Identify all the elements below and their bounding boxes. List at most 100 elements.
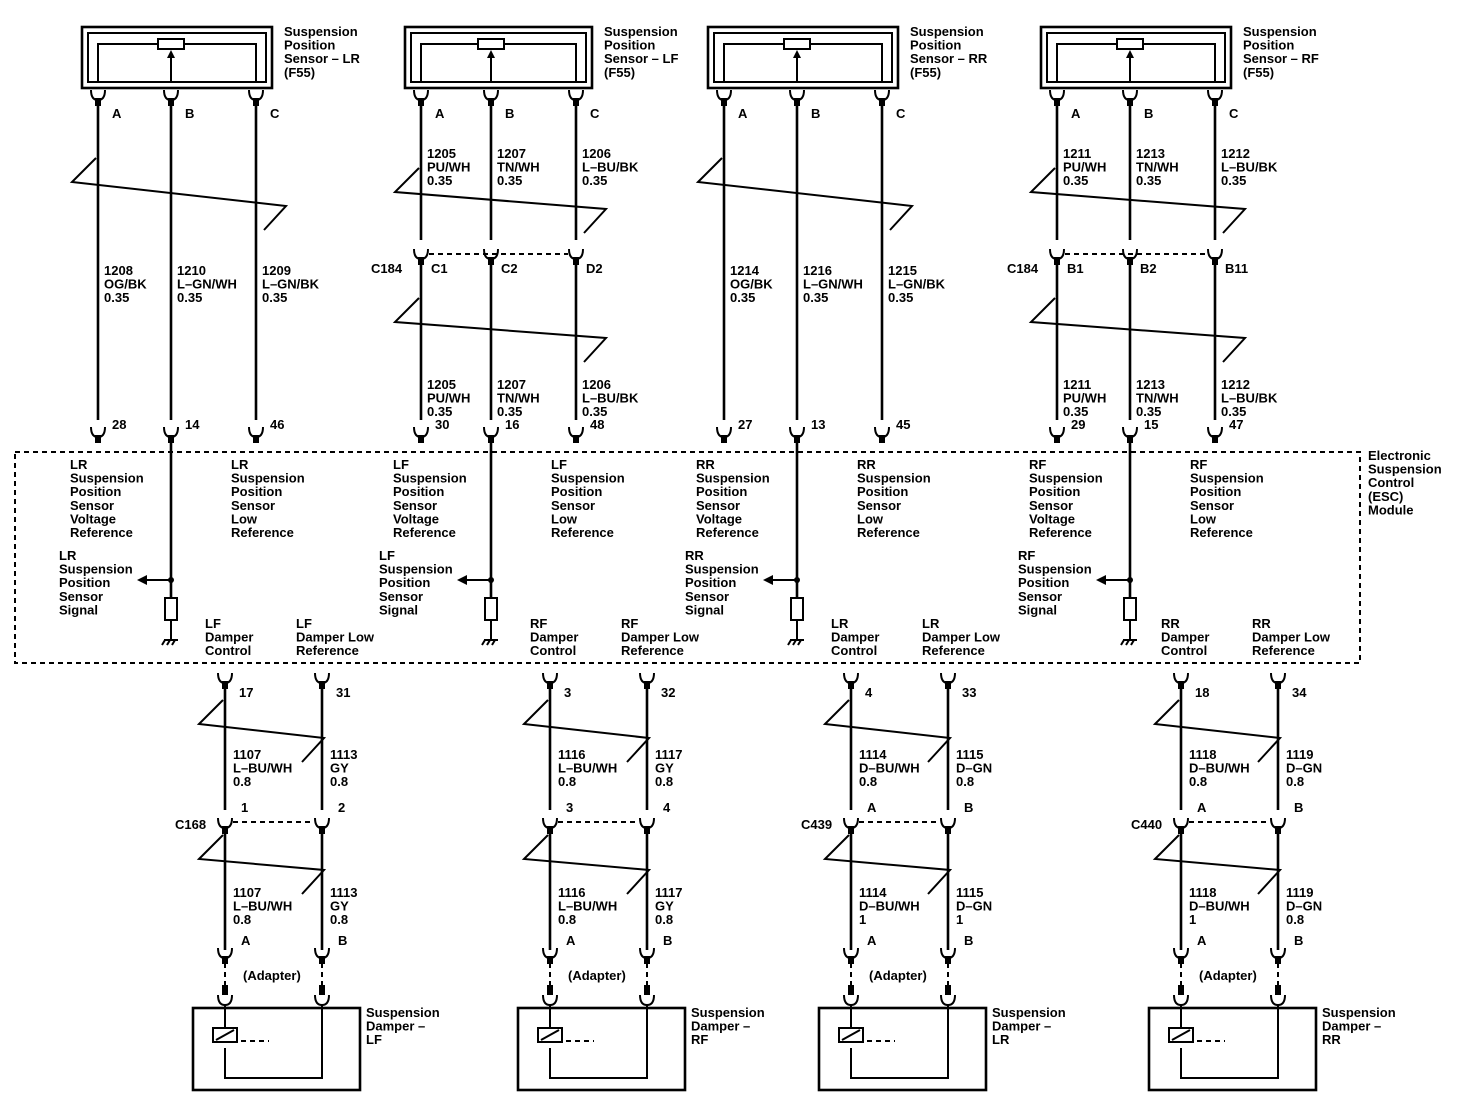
damper-label: Suspension <box>691 1005 765 1020</box>
wire-spec: 0.35 <box>427 404 452 419</box>
esc-module-label: Electronic <box>1368 448 1431 463</box>
wire-spec: 1213 <box>1136 146 1165 161</box>
damper-function-label: Control <box>530 643 576 658</box>
esc-function-label: Suspension <box>1190 471 1264 486</box>
signal-label: Signal <box>1018 602 1057 617</box>
wire-spec: 1212 <box>1221 146 1250 161</box>
adapter-plug <box>644 985 650 995</box>
signal-arrow-icon <box>457 575 467 585</box>
damper-function-label: RR <box>1252 616 1271 631</box>
wire-spec: 1113 <box>330 747 358 762</box>
wire-spec: 1206 <box>582 377 611 392</box>
potentiometer-track <box>1056 43 1216 82</box>
wire-spec: 1209 <box>262 263 291 278</box>
connector-pin-label: A <box>867 800 877 815</box>
sensor-terminal-pin <box>1054 98 1060 106</box>
pull-down-resistor <box>790 597 804 621</box>
adapter-plug <box>1178 985 1184 995</box>
wire-spec: 1207 <box>497 377 526 392</box>
solenoid-diagonal <box>215 1029 235 1041</box>
esc-function-label: RR <box>857 457 876 472</box>
wiper-arrow-icon <box>1126 50 1134 58</box>
damper-box <box>1147 1006 1318 1092</box>
esc-function-label: Reference <box>1190 525 1253 540</box>
inline-connector-terminal-pin <box>1178 826 1184 834</box>
esc-function-label: Sensor <box>393 498 437 513</box>
sensor-pin-label: C <box>896 106 906 121</box>
connector-pin-label: B <box>1294 800 1303 815</box>
wire-spec: 0.8 <box>330 774 348 789</box>
wire-spec: D–BU/WH <box>859 899 920 914</box>
wire-spec: L–BU/BK <box>582 391 639 406</box>
esc-damper-terminal-pin <box>547 681 553 689</box>
esc-terminal-pin <box>418 435 424 443</box>
esc-function-label: Low <box>857 511 884 526</box>
solenoid-diagonal <box>1171 1029 1191 1041</box>
esc-function-label: Reference <box>393 525 456 540</box>
wire-spec: L–BU/WH <box>558 899 617 914</box>
connector-name: C440 <box>1131 817 1162 832</box>
signal-label: Signal <box>59 602 98 617</box>
signal-label: Position <box>379 575 430 590</box>
wire-spec: 1116 <box>558 885 586 900</box>
wire-spec: 0.35 <box>730 290 755 305</box>
esc-pin-number: 16 <box>505 417 519 432</box>
position-sensor-inner-box <box>410 32 587 83</box>
connector-pin-label: 4 <box>663 800 671 815</box>
wire-spec: GY <box>655 761 674 776</box>
harness-break-symbol <box>69 157 289 231</box>
connector-pin-label: A <box>1197 800 1207 815</box>
pull-down-resistor <box>164 597 178 621</box>
esc-module-label: Module <box>1368 502 1414 517</box>
wire-spec: D–BU/WH <box>859 761 920 776</box>
damper-label: LR <box>992 1032 1010 1047</box>
damper-function-label: Reference <box>1252 643 1315 658</box>
esc-function-label: Position <box>393 484 444 499</box>
wire-spec: TN/WH <box>497 160 540 175</box>
solenoid-coil-icon <box>212 1027 238 1043</box>
esc-function-label: Position <box>857 484 908 499</box>
potentiometer-resistor <box>477 38 505 50</box>
wire-spec: 1211 <box>1063 377 1091 392</box>
wiper-arrow-icon <box>167 50 175 58</box>
sensor-label: Position <box>910 38 961 53</box>
esc-pin-number: 32 <box>661 685 675 700</box>
damper-function-label: RF <box>530 616 547 631</box>
wire-spec: 0.35 <box>582 173 607 188</box>
adapter-terminal <box>1270 994 1286 1007</box>
connector-pin-label: B11 <box>1225 261 1248 276</box>
wire-spec: GY <box>655 899 674 914</box>
wire-spec: L–GN/WH <box>177 277 237 292</box>
esc-module-label: (ESC) <box>1368 489 1403 504</box>
sensor-label: Position <box>284 38 335 53</box>
esc-damper-terminal-pin <box>1275 681 1281 689</box>
esc-terminal-pin <box>95 435 101 443</box>
adapter-pin-label: B <box>1294 933 1303 948</box>
signal-arrow-icon <box>137 575 147 585</box>
esc-terminal-pin <box>168 435 174 443</box>
harness-break-symbol <box>196 699 327 763</box>
signal-label: RR <box>685 548 704 563</box>
potentiometer-resistor <box>1116 38 1144 50</box>
esc-terminal-pin <box>879 435 885 443</box>
esc-terminal-pin <box>573 435 579 443</box>
esc-module-boundary <box>14 451 1361 664</box>
wire-spec: 0.35 <box>497 173 522 188</box>
signal-label: Sensor <box>379 589 423 604</box>
position-sensor-inner-box <box>87 32 267 83</box>
esc-terminal-pin <box>794 435 800 443</box>
sensor-pin-label: B <box>185 106 194 121</box>
esc-function-label: Position <box>70 484 121 499</box>
wire-spec: 0.8 <box>558 912 576 927</box>
esc-function-label: Sensor <box>231 498 275 513</box>
esc-function-label: Voltage <box>1029 511 1075 526</box>
potentiometer-track <box>97 43 257 82</box>
wire-spec: 0.35 <box>1063 404 1088 419</box>
sensor-label: (F55) <box>284 65 315 80</box>
harness-break-symbol <box>1028 297 1248 363</box>
adapter-terminal-pin <box>1178 956 1184 964</box>
damper-function-label: Damper Low <box>1252 630 1331 645</box>
solenoid-coil-icon <box>537 1027 563 1043</box>
